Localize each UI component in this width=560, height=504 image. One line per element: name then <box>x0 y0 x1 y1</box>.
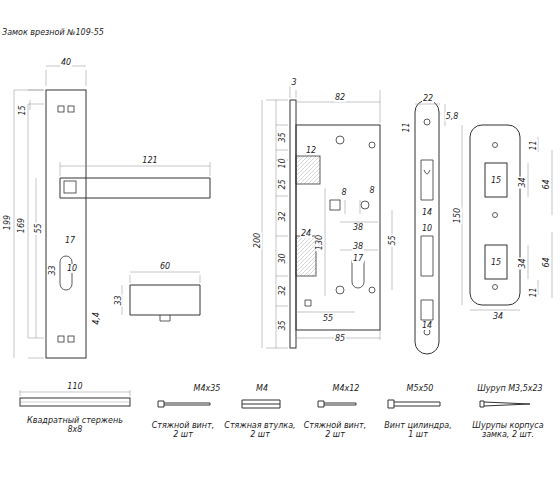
dimension-label: 15 <box>18 104 27 116</box>
dimension-label: 11 <box>529 286 538 298</box>
dimension-label: 17 <box>64 236 76 245</box>
dimension-label: Шуруп М3,5х23 <box>476 384 543 393</box>
dimension-label: 24 <box>300 229 312 238</box>
dimension-label: М4 <box>255 384 269 393</box>
dimension-label: 33 <box>114 294 123 306</box>
part-caption: Стяжной винт, 2 шт <box>299 421 371 439</box>
dimension-label: 82 <box>334 93 346 102</box>
part-caption: Винт цилиндра, 1 шт <box>382 421 454 439</box>
dimension-label: 32 <box>278 210 287 222</box>
dimension-label: 33 <box>48 264 57 276</box>
dimension-label: 38 <box>352 223 364 232</box>
dimension-label: 35 <box>278 319 287 331</box>
dimension-label: 17 <box>352 254 364 263</box>
dimension-label: 35 <box>278 131 287 143</box>
dimension-label: 38 <box>352 242 364 251</box>
dimension-label: 15 <box>490 258 502 267</box>
dimension-label: 200 <box>254 231 263 248</box>
dimension-label: 10 <box>278 157 287 169</box>
dimension-label: 5,8 <box>445 112 460 121</box>
dimension-label: 30 <box>278 252 287 264</box>
dimension-label: 25 <box>278 178 287 190</box>
dimension-label: 8 <box>340 188 347 197</box>
dimension-label: 34 <box>492 312 504 321</box>
dimension-label: 34 <box>518 257 527 269</box>
dimension-label: 22 <box>422 94 434 103</box>
dimension-label: 10 <box>66 264 78 273</box>
dimension-label: 130 <box>316 233 325 250</box>
dimension-label: 55 <box>34 222 43 234</box>
part-caption: Шурупы корпуса замка, 2 шт. <box>462 421 554 439</box>
part-caption: Стяжная втулка, 2 шт <box>223 421 297 439</box>
dimension-label: 14 <box>421 321 433 330</box>
dimension-label: 60 <box>159 262 171 271</box>
dimension-label: М5х50 <box>406 384 435 393</box>
dimension-label: 15 <box>490 176 502 185</box>
dimension-label: 11 <box>402 121 411 133</box>
dimension-label: 32 <box>278 284 287 296</box>
dimension-label: 150 <box>454 206 463 223</box>
dimension-label: 10 <box>421 224 433 233</box>
dimension-label: 55 <box>388 234 397 246</box>
dimension-label: М4х35 <box>193 384 222 393</box>
part-caption: Квадратный стержень 8х8 <box>19 416 131 434</box>
dimension-label: 3 <box>290 78 297 87</box>
dimension-label: 4,4 <box>91 311 100 326</box>
dimension-label: М4х12 <box>332 384 361 393</box>
dimension-label: 40 <box>60 58 72 67</box>
dimension-label: 12 <box>305 146 317 155</box>
dimension-label: 169 <box>18 216 27 233</box>
dimension-label: 110 <box>66 382 83 391</box>
dimension-label: 64 <box>542 256 551 268</box>
drawing-title: Замок врезной №109-55 <box>2 28 104 37</box>
dimension-label: 85 <box>334 334 346 343</box>
dimension-label: 55 <box>322 314 334 323</box>
part-caption: Стяжной винт, 2 шт <box>147 421 219 439</box>
dimension-label: 11 <box>529 139 538 151</box>
dimension-label: 34 <box>518 176 527 188</box>
dimension-label: 14 <box>421 208 433 217</box>
dimension-label: 8 <box>368 186 375 195</box>
dimension-label: 121 <box>141 156 158 165</box>
dimension-label: 64 <box>542 178 551 190</box>
dimension-label: 199 <box>4 213 13 230</box>
